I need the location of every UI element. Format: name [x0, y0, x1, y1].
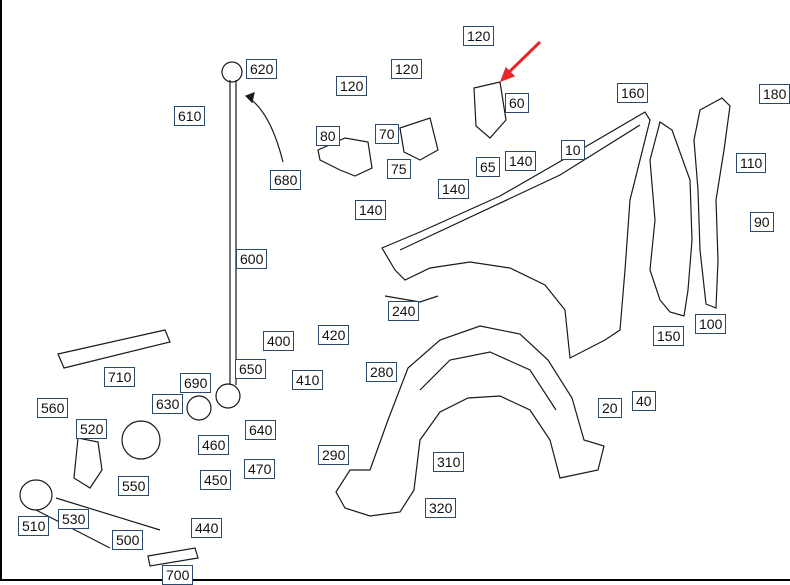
callout-410[interactable]: 410 [292, 370, 324, 390]
fender-part [381, 111, 651, 359]
bracket-60-part [473, 81, 507, 139]
washer-510-part [19, 479, 53, 511]
callout-500[interactable]: 500 [112, 530, 144, 550]
callout-280[interactable]: 280 [366, 362, 398, 382]
wheel-liner-inner [419, 351, 557, 411]
callout-650[interactable]: 650 [235, 359, 267, 379]
callout-10[interactable]: 10 [561, 140, 585, 160]
callout-450[interactable]: 450 [200, 470, 232, 490]
ring-690-part [186, 395, 212, 421]
callout-680[interactable]: 680 [270, 170, 302, 190]
ring-630-part [121, 420, 161, 460]
callout-100[interactable]: 100 [695, 314, 727, 334]
wheel-liner-part [335, 325, 605, 517]
callout-470[interactable]: 470 [244, 459, 276, 479]
callout-420[interactable]: 420 [318, 325, 350, 345]
bracket-520-part [73, 437, 103, 489]
strip-710-part [57, 329, 171, 369]
callout-140-c[interactable]: 140 [355, 200, 387, 220]
rod-knob [221, 61, 243, 83]
callout-610[interactable]: 610 [174, 106, 206, 126]
bracket-80-part [317, 137, 373, 177]
callout-560[interactable]: 560 [37, 398, 69, 418]
callout-150[interactable]: 150 [653, 326, 685, 346]
callout-60[interactable]: 60 [505, 93, 529, 113]
callout-520[interactable]: 520 [76, 419, 108, 439]
callout-700[interactable]: 700 [162, 565, 194, 585]
callout-20[interactable]: 20 [598, 398, 622, 418]
callout-630[interactable]: 630 [152, 394, 184, 414]
curved-pointer-arrowhead [244, 92, 255, 104]
callout-120-b[interactable]: 120 [336, 76, 368, 96]
callout-620[interactable]: 620 [246, 59, 278, 79]
callout-320[interactable]: 320 [425, 498, 457, 518]
rod-600-part [229, 80, 237, 385]
callout-110[interactable]: 110 [736, 153, 767, 173]
curved-pointer-arrow [245, 95, 284, 163]
callout-640[interactable]: 640 [245, 420, 277, 440]
fender-lower-lip [384, 295, 439, 303]
frame-left-border [0, 0, 2, 581]
panel-150-part [649, 121, 693, 317]
callout-290[interactable]: 290 [318, 445, 350, 465]
callout-690[interactable]: 690 [180, 373, 212, 393]
callout-400[interactable]: 400 [263, 331, 295, 351]
callout-440[interactable]: 440 [191, 518, 223, 538]
fender-inner-edge [399, 124, 641, 251]
callout-90[interactable]: 90 [750, 212, 774, 232]
callout-75[interactable]: 75 [387, 159, 411, 179]
callout-120-c[interactable]: 120 [391, 59, 423, 79]
callout-510[interactable]: 510 [18, 516, 50, 536]
callout-600[interactable]: 600 [236, 249, 268, 269]
callout-70[interactable]: 70 [375, 124, 399, 144]
callout-140-b[interactable]: 140 [438, 179, 470, 199]
callout-40[interactable]: 40 [632, 391, 656, 411]
callout-180[interactable]: 180 [759, 84, 790, 104]
callout-310[interactable]: 310 [433, 452, 465, 472]
callout-80[interactable]: 80 [316, 126, 340, 146]
callout-240[interactable]: 240 [388, 301, 420, 321]
callout-550[interactable]: 550 [118, 476, 150, 496]
red-indicator-arrowhead [499, 66, 516, 83]
callout-65[interactable]: 65 [476, 157, 500, 177]
callout-460[interactable]: 460 [198, 435, 230, 455]
bracket-70-part [399, 117, 439, 161]
panel-100-part [693, 97, 731, 309]
red-indicator-arrow [505, 40, 542, 76]
callout-140-a[interactable]: 140 [505, 151, 537, 171]
callout-710[interactable]: 710 [104, 367, 136, 387]
seal-700-part [147, 547, 199, 567]
callout-160[interactable]: 160 [617, 83, 649, 103]
frame-bottom-border [0, 579, 790, 581]
ring-650-part [215, 383, 241, 409]
callout-530[interactable]: 530 [58, 509, 90, 529]
callout-120-a[interactable]: 120 [463, 26, 495, 46]
